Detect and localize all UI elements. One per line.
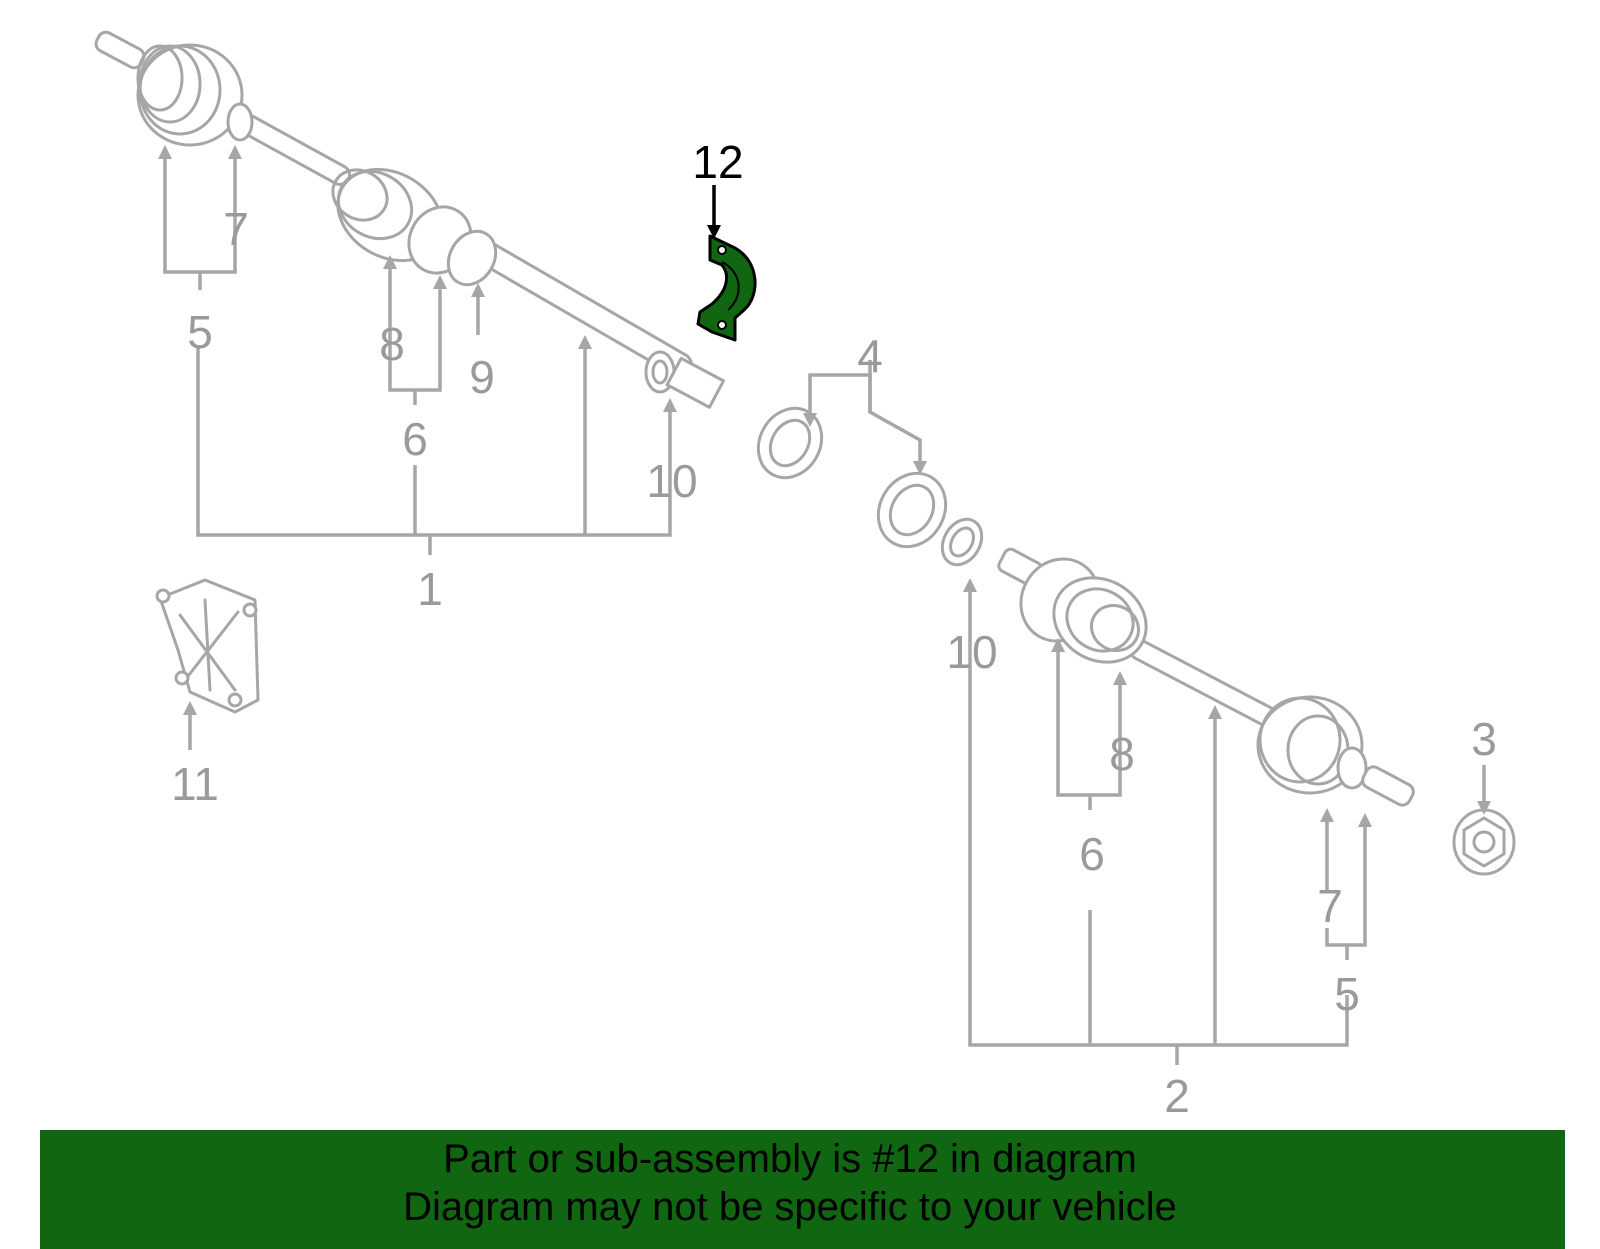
leader-lines bbox=[158, 145, 1491, 1065]
callout-4: 4 bbox=[857, 330, 883, 382]
callout-3: 3 bbox=[1471, 713, 1497, 765]
callout-5-left: 5 bbox=[187, 306, 213, 358]
callout-11: 11 bbox=[171, 758, 219, 810]
highlighted-part-12 bbox=[696, 234, 757, 342]
right-axle-shaft bbox=[997, 547, 1415, 807]
callout-10-left: 10 bbox=[646, 455, 697, 507]
callout-10-right: 10 bbox=[946, 626, 997, 678]
bearing-set bbox=[756, 406, 984, 567]
callout-8-right: 8 bbox=[1109, 728, 1135, 780]
callout-2: 2 bbox=[1164, 1070, 1190, 1122]
inner-cv-boot-left bbox=[331, 167, 498, 287]
callout-5-right: 5 bbox=[1334, 968, 1360, 1020]
banner-line-2: Diagram may not be specific to your vehi… bbox=[403, 1185, 1177, 1229]
callout-6-left: 6 bbox=[402, 413, 428, 465]
callout-6-right: 6 bbox=[1079, 828, 1105, 880]
callout-12: 12 bbox=[692, 136, 743, 188]
outer-cv-boot-left bbox=[136, 43, 254, 147]
mounting-bracket bbox=[155, 578, 260, 714]
parts-diagram: 12 7 5 8 9 6 10 1 4 10 11 8 6 7 5 2 3 bbox=[94, 30, 1516, 1122]
left-axle-shaft bbox=[94, 30, 726, 409]
callout-7-left: 7 bbox=[223, 203, 249, 255]
callout-7-right: 7 bbox=[1317, 880, 1343, 932]
info-banner: Part or sub-assembly is #12 in diagram D… bbox=[40, 1130, 1565, 1249]
callout-9: 9 bbox=[469, 351, 495, 403]
callout-8-left: 8 bbox=[379, 318, 405, 370]
outer-cv-boot-right bbox=[1256, 695, 1368, 795]
axle-nut bbox=[1452, 808, 1516, 876]
callout-1: 1 bbox=[417, 563, 443, 615]
callouts: 12 7 5 8 9 6 10 1 4 10 11 8 6 7 5 2 3 bbox=[171, 136, 1497, 1122]
banner-line-1: Part or sub-assembly is #12 in diagram bbox=[443, 1137, 1137, 1181]
